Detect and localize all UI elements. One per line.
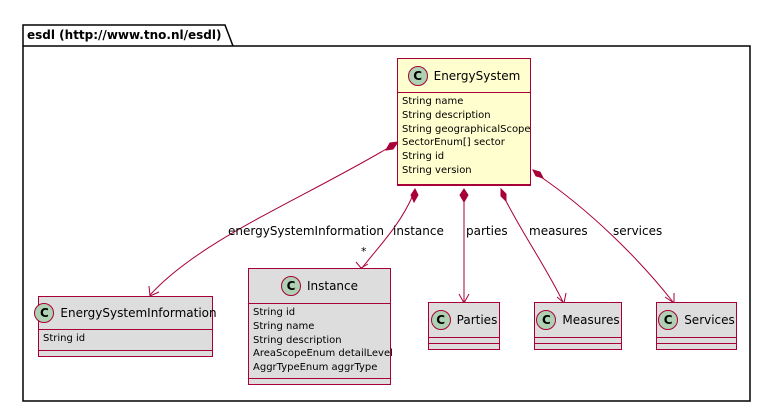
class-icon: C — [430, 310, 451, 330]
class-icon: C — [536, 310, 557, 330]
class-energysysteminformation: C EnergySystemInformation String id — [34, 296, 217, 357]
class-name: EnergySystem — [433, 68, 521, 83]
attribute-list: String id — [39, 329, 212, 350]
package-title: esdl (http://www.tno.nl/esdl) — [27, 28, 222, 42]
class-measures: C Measures — [534, 302, 622, 350]
attribute: AggrTypeEnum aggrType — [253, 362, 378, 374]
attribute: String id — [43, 333, 86, 344]
attribute-list: String name String description String ge… — [398, 92, 531, 184]
class-name: EnergySystemInformation — [60, 306, 217, 320]
edge-energysysteminformation — [149, 147, 389, 296]
class-icon: C — [407, 65, 428, 86]
attribute: String geographicalScope — [402, 123, 531, 135]
edge-instance — [361, 194, 414, 269]
attribute: SectorEnum[] sector — [402, 137, 505, 149]
class-name: Measures — [562, 313, 620, 327]
attribute: String name — [253, 320, 315, 332]
class-icon: C — [280, 276, 301, 296]
diamond-parties — [459, 188, 469, 204]
multiplicity-instance: * — [361, 245, 367, 258]
attribute: String version — [402, 164, 472, 176]
edge-label-energysysteminformation: energySystemInformation — [228, 224, 385, 238]
attribute: String name — [402, 96, 464, 107]
diamond-instance — [410, 188, 419, 204]
class-name: Services — [684, 313, 735, 327]
class-services: C Services — [656, 302, 737, 350]
package-frame — [22, 24, 751, 402]
edge-label-measures: measures — [529, 224, 588, 238]
attribute-list: String id String name String description… — [249, 303, 393, 378]
edge-measures — [502, 194, 564, 303]
attribute: AreaScopeEnum detailLevel — [253, 348, 393, 360]
attribute: String description — [402, 109, 491, 121]
diamond-measures — [500, 187, 507, 203]
class-energysystem: C EnergySystem String name String descri… — [397, 58, 531, 186]
edge-label-parties: parties — [466, 224, 508, 238]
class-name: Parties — [456, 313, 498, 327]
attribute: String id — [253, 307, 296, 318]
class-icon: C — [34, 303, 55, 323]
edge-label-instance: instance — [393, 224, 444, 238]
diamond-energysysteminformation — [385, 141, 400, 151]
class-name: Instance — [306, 279, 359, 293]
edge-services — [537, 174, 674, 303]
class-icon: C — [658, 310, 679, 330]
attribute: String id — [402, 151, 445, 163]
edge-label-services: services — [613, 224, 663, 238]
class-parties: C Parties — [428, 302, 500, 350]
diamond-services — [532, 169, 544, 179]
class-instance: C Instance String id String name String … — [248, 268, 393, 385]
attribute: String description — [253, 334, 342, 346]
